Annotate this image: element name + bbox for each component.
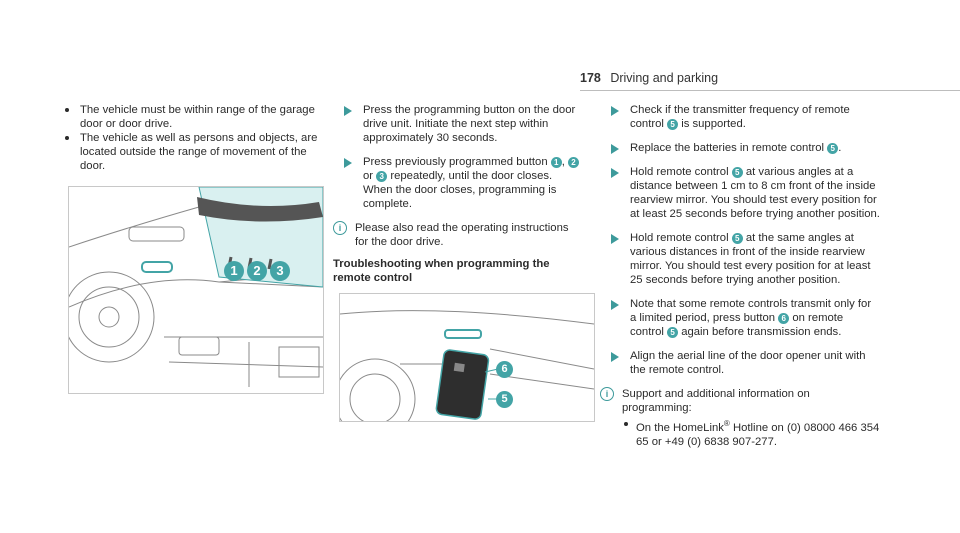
section-heading: Troubleshooting when programming the rem…	[333, 258, 550, 284]
section-title: Driving and parking	[610, 71, 719, 85]
step-text: Align the aerial line of the door opener…	[630, 350, 866, 376]
step-replace-batteries: Replace the batteries in remote control …	[600, 141, 880, 155]
step2-or: or	[363, 170, 374, 182]
step-arrow-icon	[611, 234, 619, 244]
callout-6: 6	[778, 313, 790, 324]
step-hold-distances: Hold remote control 5 at the same angles…	[600, 231, 880, 287]
step2-post: repeatedly, until the door closes. When …	[363, 170, 557, 210]
car-interior-drawing	[69, 187, 323, 387]
page-header: 178 Driving and parking	[580, 71, 718, 85]
step2-pre: Press previously programmed button	[363, 156, 548, 168]
callout-5: 5	[827, 143, 839, 154]
column-1: The vehicle must be within range of the …	[62, 103, 324, 173]
s3-post: at various angles at a distance between …	[630, 166, 880, 220]
step-text: Press previously programmed button 1, 2 …	[363, 155, 583, 211]
step-text: Check if the transmitter frequency of re…	[630, 103, 880, 131]
step-limited-period: Note that some remote controls transmit …	[600, 297, 880, 339]
step-arrow-icon	[611, 352, 619, 362]
info-icon: i	[333, 221, 347, 235]
s2-post: .	[838, 142, 842, 154]
step-text: Note that some remote controls transmit …	[630, 297, 880, 339]
info-text: Please also read the operating instructi…	[355, 222, 569, 248]
step-arrow-icon	[344, 106, 352, 116]
column-3: Check if the transmitter frequency of re…	[600, 103, 880, 449]
step-press-button: Press previously programmed button 1, 2 …	[333, 155, 583, 211]
s5-post: again before transmission ends.	[681, 326, 842, 338]
illustration-mirror-buttons: 1 2 3	[68, 186, 324, 394]
info-text: Support and additional information on pr…	[622, 388, 810, 414]
s1-post: is supported.	[681, 118, 746, 130]
step-align-aerial: Align the aerial line of the door opener…	[600, 349, 880, 377]
remote-drawing	[340, 310, 594, 421]
info-note: i Please also read the operating instruc…	[333, 221, 583, 249]
list-item: The vehicle must be within range of the …	[62, 103, 324, 131]
callout-5: 5	[667, 327, 679, 338]
step-text: Replace the batteries in remote control …	[630, 141, 880, 155]
illustration-remote: 6 5	[339, 293, 595, 422]
callout-6: 6	[496, 359, 513, 378]
s1-pre: Check if the transmitter frequency of re…	[630, 104, 850, 130]
list-item: On the HomeLink® Hotline on (0) 08000 46…	[600, 417, 880, 449]
callout-5: 5	[731, 167, 743, 178]
step-text: Press the programming button on the door…	[363, 104, 576, 144]
info-note: i Support and additional information on …	[600, 387, 880, 415]
step-arrow-icon	[611, 144, 619, 154]
step-arrow-icon	[611, 106, 619, 116]
step-press-programming: Press the programming button on the door…	[333, 103, 583, 145]
callout-5: 5	[731, 233, 743, 244]
registered-mark: ®	[723, 419, 730, 428]
callout-2: 2	[247, 261, 267, 281]
info-icon: i	[600, 387, 614, 401]
callout-1: 1	[224, 261, 244, 281]
s4-post: at the same angles at various distances …	[630, 232, 871, 286]
s3-pre: Hold remote control	[630, 166, 729, 178]
s5-mid: on remote control	[630, 312, 844, 338]
column-2: Press the programming button on the door…	[333, 103, 583, 285]
sub-pre: On the HomeLink	[636, 421, 724, 434]
callout-1: 1	[550, 157, 562, 168]
s4-pre: Hold remote control	[630, 232, 729, 244]
step-text: Hold remote control 5 at the same angles…	[630, 231, 880, 287]
sub-post: Hotline on (0) 08000 466 354 65 or +49 (…	[636, 421, 880, 448]
header-rule	[580, 90, 960, 91]
step-arrow-icon	[611, 168, 619, 178]
step-check-frequency: Check if the transmitter frequency of re…	[600, 103, 880, 131]
callout-5: 5	[667, 119, 679, 130]
list-item: The vehicle as well as persons and objec…	[62, 131, 324, 173]
step-hold-angles: Hold remote control 5 at various angles …	[600, 165, 880, 221]
step-text: Hold remote control 5 at various angles …	[630, 165, 880, 221]
page-number: 178	[580, 71, 601, 85]
callout-3: 3	[270, 261, 290, 281]
step-arrow-icon	[344, 158, 352, 168]
step-arrow-icon	[611, 300, 619, 310]
step2-sep: ,	[561, 156, 565, 168]
s5-pre: Note that some remote controls transmit …	[630, 298, 872, 324]
callout-3: 3	[376, 171, 388, 182]
s2-pre: Replace the batteries in remote control	[630, 142, 825, 154]
callout-5: 5	[496, 389, 513, 408]
callout-2: 2	[568, 157, 580, 168]
